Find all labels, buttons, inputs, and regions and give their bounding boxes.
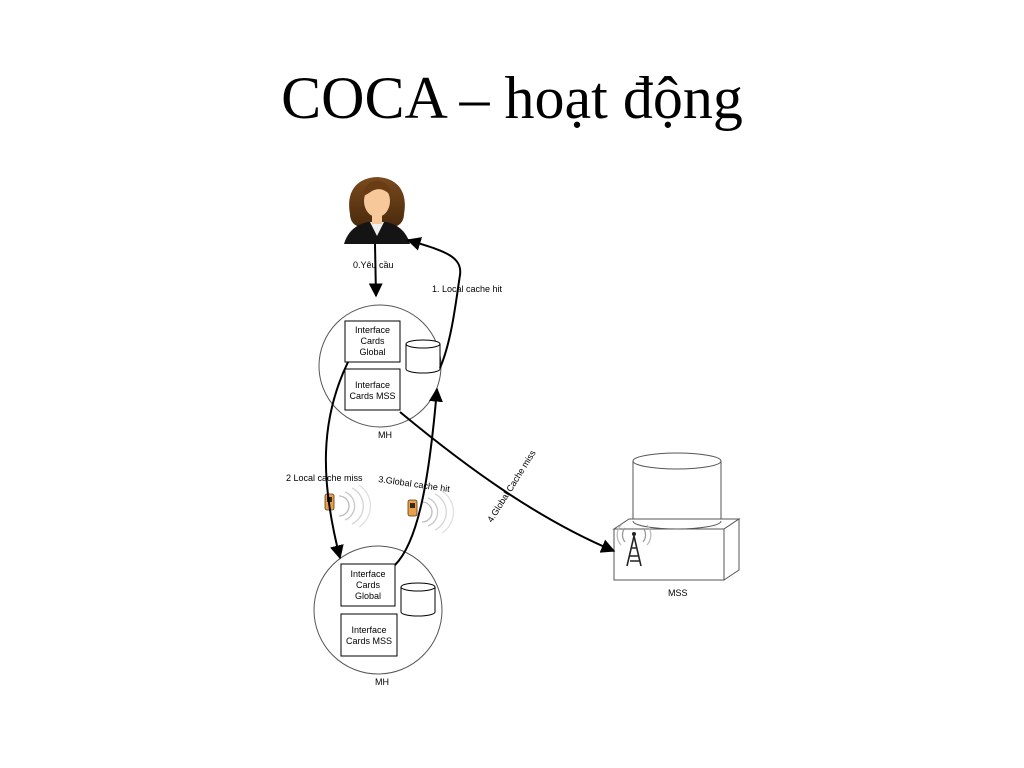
- edge-local-hit-label: 1. Local cache hit: [432, 284, 503, 294]
- mh-top-interface-global-box: [344, 320, 401, 363]
- edge-global-hit-arrow: [394, 387, 443, 566]
- antenna-tower-icon: [616, 524, 652, 567]
- mh-bottom-global-line3: Global: [355, 591, 381, 601]
- mh-bottom-label: MH: [375, 677, 389, 687]
- edge-local-miss-arrow: [324, 361, 349, 560]
- user-icon: [344, 177, 410, 244]
- mh-bottom-global-line2: Cards: [356, 580, 381, 590]
- edge-request-label: 0.Yêu cầu: [353, 260, 394, 270]
- mh-top-cache-icon: [405, 339, 441, 374]
- phone-signal-icon-right: [407, 490, 455, 534]
- edge-global-miss-label: 4.Global Cache miss: [485, 448, 538, 524]
- mh-bottom-node: Interface Cards Global Interface Cards M…: [313, 545, 443, 687]
- mh-top-mss-line1: Interface: [355, 380, 390, 390]
- mh-bottom-cache-icon: [400, 582, 436, 617]
- mss-node: MSS: [612, 452, 741, 598]
- edge-global-miss-arrow: [399, 411, 616, 553]
- edge-local-hit-arrow: [406, 237, 462, 369]
- mh-top-global-line2: Cards: [360, 336, 385, 346]
- mh-top-node: Interface Cards Global Interface Cards M…: [318, 304, 442, 440]
- mh-top-interface-mss-box: [344, 368, 401, 411]
- slide-title: COCA – hoạt động: [281, 65, 743, 131]
- mss-station-box: [612, 518, 741, 581]
- mh-top-label: MH: [378, 430, 392, 440]
- mh-bottom-interface-global-box: [340, 563, 396, 607]
- mh-bottom-mss-line1: Interface: [351, 625, 386, 635]
- mss-label: MSS: [668, 588, 688, 598]
- edge-global-hit-label: 3.Global cache hit: [378, 474, 451, 494]
- mh-top-global-line3: Global: [359, 347, 385, 357]
- mh-top-global-line1: Interface: [355, 325, 390, 335]
- mh-bottom-global-line1: Interface: [350, 569, 385, 579]
- mh-top-mss-line2: Cards MSS: [349, 391, 395, 401]
- mh-bottom-interface-mss-box: [340, 613, 398, 657]
- mh-bottom-mss-line2: Cards MSS: [346, 636, 392, 646]
- edge-request-arrow: [368, 243, 383, 298]
- edge-local-miss-label: 2 Local cache miss: [286, 473, 363, 483]
